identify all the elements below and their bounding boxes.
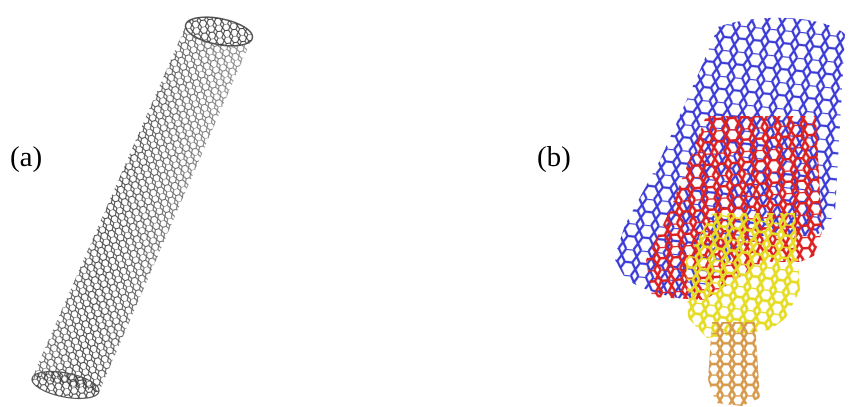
panel-b-label: (b) [537, 141, 571, 173]
multi-wall-nanotube [614, 17, 845, 406]
single-wall-nanotube [31, 16, 254, 400]
inner-wall-yellow [686, 213, 800, 338]
core-wall-orange [708, 322, 760, 406]
panel-a-label: (a) [10, 141, 43, 173]
